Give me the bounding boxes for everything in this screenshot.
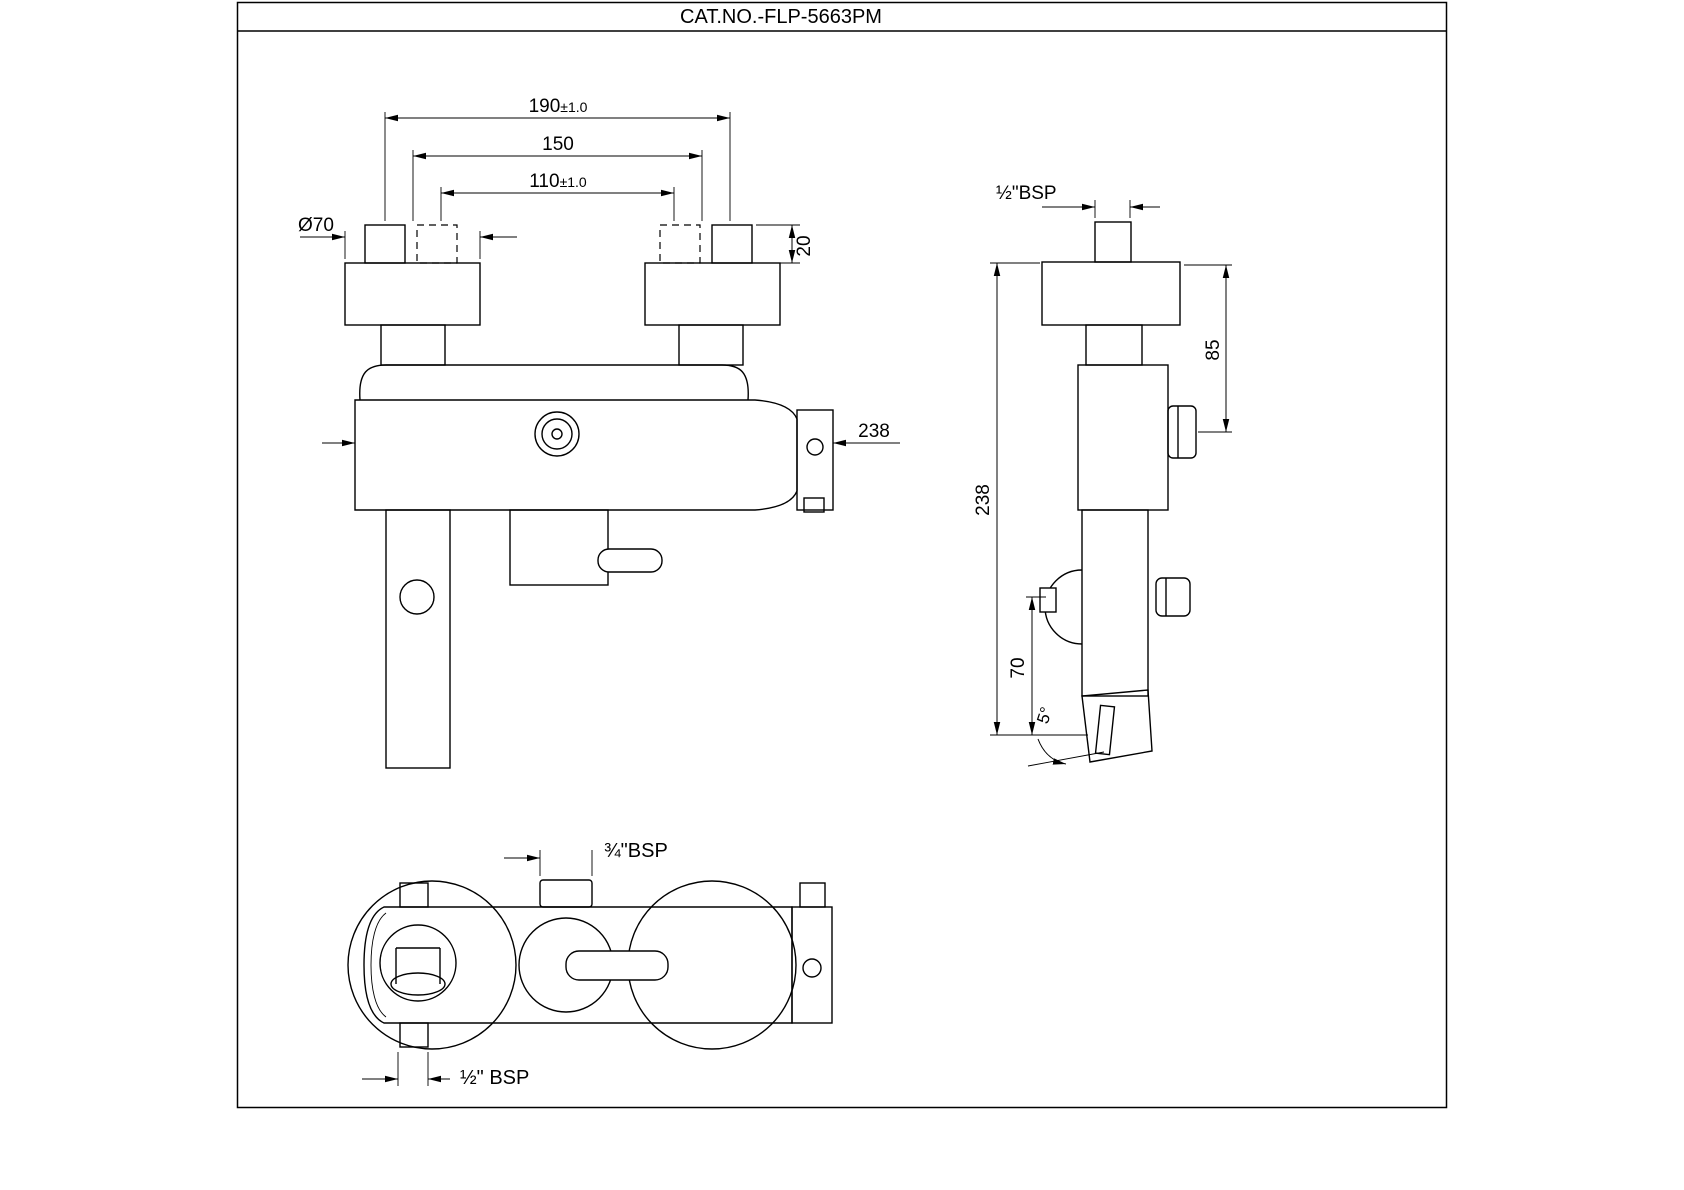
- angle-reference-line: [1027, 751, 1105, 767]
- spout-tip-side: [1081, 689, 1153, 763]
- body-outline-bottom: [363, 906, 793, 1024]
- end-cap-bottom: [791, 906, 833, 1024]
- dim-20: 20: [756, 224, 815, 264]
- right-inlet-stem: [711, 224, 753, 264]
- right-end-cap: [796, 409, 834, 511]
- dim-238-front: 238: [322, 421, 900, 447]
- shower-holder-column: [385, 509, 451, 769]
- catalog-number: CAT.NO.-FLP-5663PM: [680, 6, 882, 28]
- mixer-body-side: [1077, 364, 1169, 511]
- left-neck: [380, 324, 446, 366]
- cap-bottom-notch: [803, 497, 825, 513]
- holder-pipe-top: [399, 882, 429, 908]
- dim-three-quarter-bsp: ¾"BSP: [504, 840, 668, 876]
- side-body-parts: [1039, 221, 1197, 763]
- left-flange-circle: [347, 880, 517, 1050]
- dim-70-label: 70: [1008, 657, 1029, 678]
- top-thread-label: ¾"BSP: [604, 840, 668, 862]
- right-neck: [678, 324, 744, 366]
- dim-238-side: 238: [973, 262, 1088, 736]
- spout-mouth-detail: [1094, 704, 1116, 756]
- bottom-view: ¾"BSP ½" BSP: [347, 840, 833, 1089]
- dim-110-label: 110±1.0: [529, 171, 587, 192]
- neck-side: [1085, 324, 1143, 366]
- dim-dia70-label: Ø70: [298, 215, 334, 236]
- lower-column-side: [1081, 509, 1149, 697]
- dim-angle-5: 5°: [1027, 705, 1105, 767]
- lever-bottom: [565, 950, 669, 981]
- dim-238-label: 238: [858, 421, 890, 442]
- diverter-lever: [597, 548, 663, 573]
- right-inlet-stem-alt-position: [659, 224, 701, 264]
- dim-85: 85: [1184, 264, 1232, 433]
- body-end-inner-arc: [370, 912, 387, 1018]
- dim-85-label: 85: [1203, 339, 1224, 360]
- front-body-parts: [344, 224, 834, 769]
- dim-dia70: Ø70: [298, 215, 517, 259]
- dim-110: 110±1.0: [440, 171, 675, 221]
- wall-flange-side: [1041, 261, 1181, 326]
- thread-label: ½"BSP: [996, 183, 1057, 204]
- dim-70: 70: [1008, 596, 1046, 735]
- mixer-body: [354, 399, 798, 511]
- dim-190-label: 190±1.0: [529, 96, 588, 117]
- front-boss-mid-circle: [541, 418, 573, 450]
- dim-half-bsp-side: ½"BSP: [996, 183, 1160, 218]
- holder-hole: [399, 579, 435, 615]
- side-view: ½"BSP 85: [973, 183, 1232, 767]
- cap-stub-bottom: [799, 882, 826, 908]
- angle-label: 5°: [1033, 705, 1056, 726]
- holder-pipe-bottom: [399, 1022, 429, 1048]
- left-inlet-stem-alt-position: [416, 224, 458, 264]
- spout-outlet-side: [1167, 405, 1197, 459]
- dim-half-bsp-bottom: ½" BSP: [362, 1052, 529, 1089]
- hand-shower-outlet-side: [1155, 577, 1191, 617]
- control-tab: [1039, 587, 1057, 613]
- spout-circle-bottom: [379, 924, 457, 1002]
- front-view: 190±1.0 150 110±1.0 Ø70: [298, 96, 900, 769]
- front-boss-center-circle: [551, 428, 563, 440]
- cap-hole-bottom: [802, 958, 822, 978]
- connecting-pipe: [359, 364, 749, 401]
- bottom-thread-label: ½" BSP: [460, 1067, 529, 1089]
- cap-screw-hole: [806, 438, 824, 456]
- aerator-hatched: [390, 972, 446, 996]
- border-rect: [236, 1, 1448, 1109]
- bottom-body-parts: [347, 879, 833, 1050]
- front-boss-outer-circle: [534, 411, 580, 457]
- dim-150: 150: [412, 134, 703, 221]
- right-wall-flange: [644, 262, 781, 326]
- diverter-housing: [509, 509, 609, 586]
- left-inlet-stem: [364, 224, 406, 264]
- dim-190: 190±1.0: [384, 96, 731, 221]
- drawing-frame: CAT.NO.-FLP-5663PM: [236, 1, 1448, 1109]
- top-outlet-connector: [539, 879, 593, 908]
- dim-150-label: 150: [542, 134, 574, 155]
- angle-arc: [1037, 738, 1067, 765]
- dim-20-label: 20: [794, 235, 815, 256]
- dim-238-side-label: 238: [973, 484, 994, 516]
- left-wall-flange: [344, 262, 481, 326]
- inlet-stem-side: [1094, 221, 1132, 263]
